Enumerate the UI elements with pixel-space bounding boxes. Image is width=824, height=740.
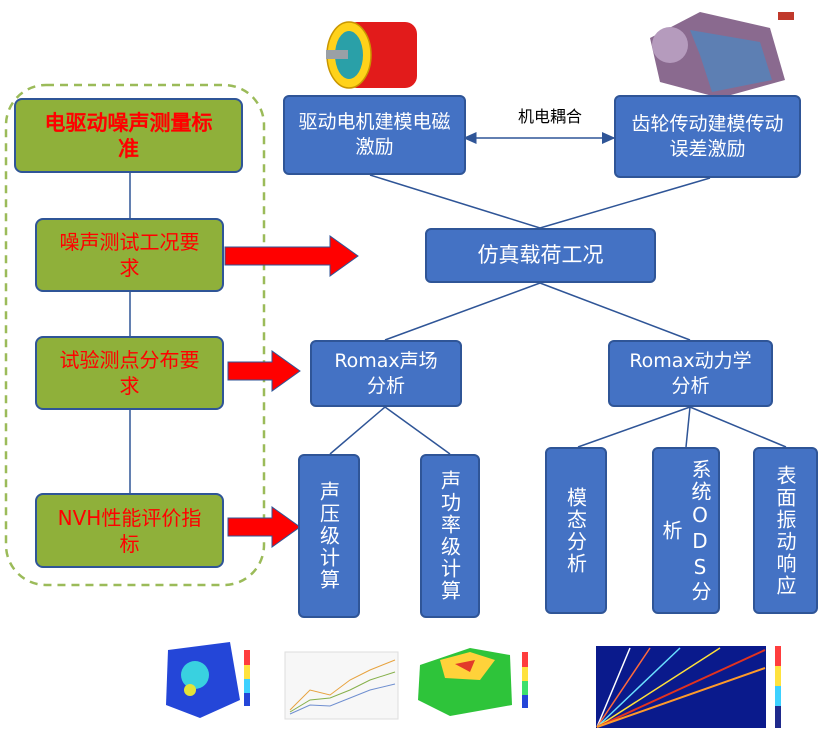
box-nvh-label: NVH性能评价指标 <box>57 505 202 556</box>
box-surface-vibration-label: 表面振动响应 <box>773 464 797 597</box>
box-ods-analysis-label: 系统ODS分析 <box>659 458 712 603</box>
box-test-points-label: 试验测点分布要求 <box>59 348 200 398</box>
box-test-conditions-label: 噪声测试工况要求 <box>59 230 200 280</box>
box-gear-model-label: 齿轮传动建模传动误差激励 <box>631 112 784 160</box>
box-nvh: NVH性能评价指标 <box>35 493 224 568</box>
box-standard-label: 电驱动噪声测量标准 <box>44 110 213 161</box>
contour-thumbnail-1 <box>160 640 270 730</box>
box-modal-analysis: 模态分析 <box>545 447 607 614</box>
box-gear-model: 齿轮传动建模传动误差激励 <box>614 95 801 178</box>
box-sim-conditions: 仿真载荷工况 <box>425 228 656 283</box>
box-spl-calc-label: 声压级计算 <box>316 481 341 591</box>
box-acoustic-analysis-label: Romax声场分析 <box>334 349 438 397</box>
red-arrow-nvh <box>227 506 301 548</box>
box-standard: 电驱动噪声测量标准 <box>14 98 243 173</box>
campbell-diagram-thumbnail <box>570 640 794 738</box>
box-modal-analysis-label: 模态分析 <box>563 486 588 575</box>
box-sim-conditions-label: 仿真载荷工况 <box>477 243 604 267</box>
box-motor-model: 驱动电机建模电磁激励 <box>283 95 466 175</box>
box-ods-analysis: 系统ODS分析 <box>652 447 720 614</box>
motor-image <box>326 21 417 89</box>
red-arrow-conditions <box>224 235 359 277</box>
dashed-group-frame <box>4 83 266 587</box>
coupling-label: 机电耦合 <box>517 107 582 126</box>
line-plot-thumbnail <box>284 651 399 720</box>
box-acoustic-analysis: Romax声场分析 <box>310 340 462 407</box>
red-arrow-points <box>227 350 301 392</box>
box-dynamic-analysis: Romax动力学分析 <box>608 340 773 407</box>
box-test-points: 试验测点分布要求 <box>35 336 224 410</box>
box-dynamic-analysis-label: Romax动力学分析 <box>629 349 752 397</box>
contour-thumbnail-2 <box>412 642 542 717</box>
box-spl-calc: 声压级计算 <box>298 454 360 618</box>
box-test-conditions: 噪声测试工况要求 <box>35 218 224 292</box>
box-motor-model-label: 驱动电机建模电磁激励 <box>298 111 451 158</box>
box-surface-vibration: 表面振动响应 <box>753 447 818 614</box>
gearbox-image <box>650 12 794 98</box>
box-power-calc-label: 声功率级计算 <box>437 470 462 602</box>
box-power-calc: 声功率级计算 <box>420 454 480 618</box>
